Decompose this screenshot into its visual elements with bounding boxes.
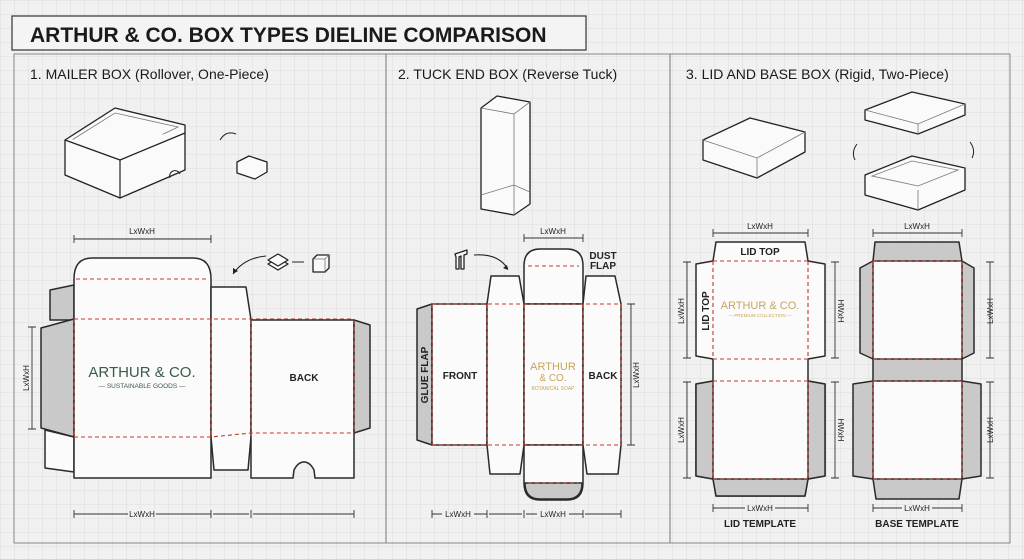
lid-template-dieline <box>695 241 826 497</box>
panel-heading-lid-base: 3. LID AND BASE BOX (Rigid, Two-Piece) <box>686 66 949 82</box>
dim-label: LxWxH <box>677 298 686 324</box>
tuck-brand-logo-line1: ARTHUR <box>530 361 576 373</box>
lid-base-dimensions: LxWxH LxWxH LxWxH LxWxH HWxH HWxH LxWxH … <box>677 222 995 513</box>
layers-to-cube-icon <box>232 253 330 275</box>
page-title: ARTHUR & CO. BOX TYPES DIELINE COMPARISO… <box>30 24 546 47</box>
dim-label: LxWxH <box>904 504 930 513</box>
tuck-end-3d-illustration <box>480 95 531 216</box>
dim-label: LxWxH <box>986 298 995 324</box>
dust-flap-label-line2: FLAP <box>590 261 616 272</box>
tuck-end-dieline <box>416 248 622 501</box>
dim-label: LxWxH <box>677 417 686 443</box>
lid-base-open-illustration <box>852 91 975 211</box>
base-template-label: BASE TEMPLATE <box>875 519 959 530</box>
tuck-brand-logo-line2: & CO. <box>539 373 566 384</box>
lid-top-label: LID TOP <box>740 247 780 258</box>
lid-brand-logo: ARTHUR & CO. <box>721 300 800 312</box>
dim-label: LxWxH <box>747 222 773 231</box>
dim-label: LxWxH <box>129 510 155 519</box>
mailer-brand-logo: ARTHUR & CO. <box>88 364 195 381</box>
dim-label: HWxH <box>836 418 845 441</box>
lid-top-side-label: LID TOP <box>701 291 712 331</box>
tuck-flap-icon <box>454 249 509 270</box>
dim-label: LxWxH <box>747 504 773 513</box>
dim-label: LxWxH <box>986 417 995 443</box>
frame <box>13 53 1011 544</box>
mailer-tagline: — SUSTAINABLE GOODS — <box>99 383 186 390</box>
mailer-dieline <box>40 257 371 479</box>
tuck-tagline: BOTANICAL SOAP <box>531 386 575 392</box>
mailer-small-icon <box>219 132 268 180</box>
tuck-back-label: BACK <box>589 371 619 382</box>
title-box: ARTHUR & CO. BOX TYPES DIELINE COMPARISO… <box>11 15 587 51</box>
mailer-dimensions: LxWxH LxWxH LxWxH <box>22 227 355 519</box>
mailer-back-label: BACK <box>290 373 320 384</box>
lid-tagline: — PREMIUM COLLECTION — <box>729 313 792 318</box>
dim-label: LxWxH <box>632 362 641 388</box>
lid-template-label: LID TEMPLATE <box>724 519 796 530</box>
dim-label: HWxH <box>836 299 845 322</box>
dim-label: LxWxH <box>129 227 155 236</box>
dim-label: LxWxH <box>904 222 930 231</box>
tuck-front-label: FRONT <box>443 371 477 382</box>
panel-heading-mailer: 1. MAILER BOX (Rollover, One-Piece) <box>30 66 269 82</box>
tuck-dimensions: LxWxH LxWxH LxWxH LxWxH <box>431 227 641 519</box>
base-template-dieline <box>852 241 982 500</box>
mailer-3d-illustration <box>64 107 186 199</box>
glue-flap-label: GLUE FLAP <box>420 346 431 403</box>
panel-heading-tuck-end: 2. TUCK END BOX (Reverse Tuck) <box>398 66 617 82</box>
dim-label: LxWxH <box>445 510 471 519</box>
dim-label: LxWxH <box>540 227 566 236</box>
dim-label: LxWxH <box>22 365 31 391</box>
dim-label: LxWxH <box>540 510 566 519</box>
lid-base-assembled-illustration <box>702 117 806 179</box>
dust-flap-label-line1: DUST <box>589 251 616 262</box>
